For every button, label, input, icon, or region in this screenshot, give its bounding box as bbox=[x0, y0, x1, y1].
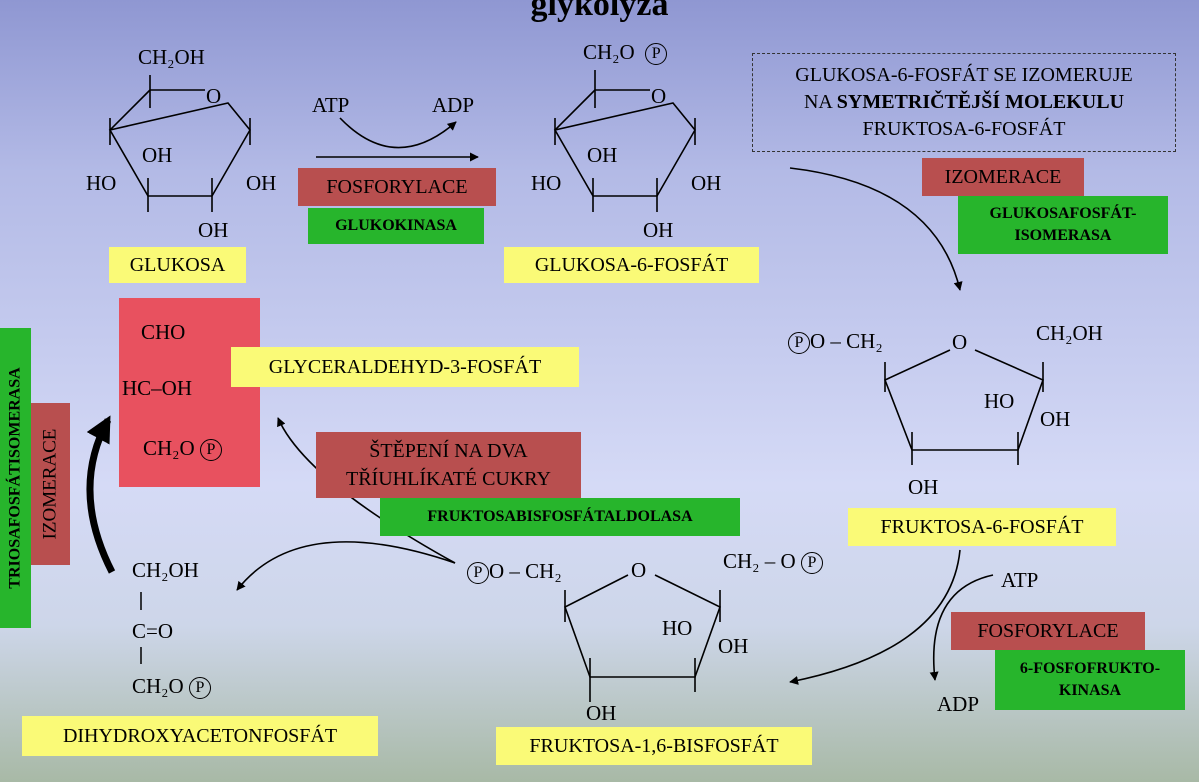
arrows bbox=[236, 117, 994, 685]
f6p-phosphate-icon: P bbox=[788, 332, 810, 355]
f16bp-oh-right: OH bbox=[718, 634, 749, 658]
f6p-ring-oxygen: O bbox=[952, 330, 968, 354]
gap-phosphate-icon: P bbox=[199, 439, 222, 462]
note-emphasis: SYMETRIČTĚJŠÍ MOLEKULU bbox=[836, 91, 1125, 113]
g6p-ho-left: HO bbox=[531, 171, 562, 195]
g6p-ring bbox=[553, 70, 696, 212]
step1-enzyme-label: GLUKOKINASA bbox=[308, 208, 484, 244]
dhap-phosphate-icon: P bbox=[188, 677, 211, 700]
step1-adp: ADP bbox=[432, 93, 475, 117]
step5-enzyme-label: TRIOSAFOSFÁTISOMERASA bbox=[0, 328, 31, 628]
glucose-oh-bottom: OH bbox=[198, 218, 229, 242]
glucose-label: GLUKOSA bbox=[109, 247, 246, 283]
step1-atp: ATP bbox=[312, 93, 350, 117]
page-title: glykolýza bbox=[530, 0, 669, 23]
f6p-oh-right: OH bbox=[1040, 407, 1071, 431]
step2-process-label: IZOMERACE bbox=[922, 158, 1084, 196]
glucose-oh-inner: OH bbox=[142, 143, 173, 167]
g6p-ch2o: CH₂O bbox=[583, 40, 635, 64]
step4-process-label: ŠTĚPENÍ NA DVA TŘÍUHLÍKATÉ CUKRY bbox=[316, 432, 581, 498]
glucose-ch2oh: CH₂OH bbox=[138, 45, 205, 69]
g6p-oh-inner: OH bbox=[587, 143, 618, 167]
gap-label: GLYCERALDEHYD-3-FOSFÁT bbox=[231, 347, 579, 387]
dhap-co: C=O bbox=[132, 619, 174, 643]
f16bp-ho: HO bbox=[662, 616, 693, 640]
isomerization-note: GLUKOSA-6-FOSFÁT SE IZOMERUJE NA SYMETRI… bbox=[752, 53, 1176, 152]
step2-enzyme-label: GLUKOSAFOSFÁT- ISOMERASA bbox=[958, 196, 1168, 254]
g6p-oh-bottom: OH bbox=[643, 218, 674, 242]
gap-structure-box bbox=[119, 298, 260, 487]
f16bp-right-group: CH₂ – O P bbox=[723, 551, 823, 575]
f6p-ring bbox=[883, 349, 1045, 465]
glucose-ring-oxygen: O bbox=[206, 84, 222, 108]
dhap-ch2o-group: CH₂O P bbox=[132, 676, 211, 700]
f6p-ch2oh: CH₂OH bbox=[1036, 321, 1103, 345]
step3-adp: ADP bbox=[937, 692, 980, 716]
glucose-ring bbox=[108, 75, 251, 212]
note-line-2: NA SYMETRIČTĚJŠÍ MOLEKULU bbox=[803, 91, 1125, 113]
step1-process-label: FOSFORYLACE bbox=[298, 168, 496, 206]
g6p-label: GLUKOSA-6-FOSFÁT bbox=[504, 247, 759, 283]
f16bp-ring-oxygen: O bbox=[631, 558, 647, 582]
step4-enzyme-label: FRUKTOSABISFOSFÁTALDOLASA bbox=[380, 498, 740, 536]
f16bp-phosphate-left-icon: P bbox=[467, 562, 489, 585]
f16bp-oh-bottom: OH bbox=[586, 701, 617, 725]
dhap-ch2oh: CH₂OH bbox=[132, 558, 199, 582]
glucose-oh-right: OH bbox=[246, 171, 277, 195]
g6p-oh-right: OH bbox=[691, 171, 722, 195]
note-line-3: FRUKTOSA-6-FOSFÁT bbox=[862, 118, 1066, 140]
step5-process-label: IZOMERACE bbox=[31, 403, 70, 565]
g6p-ring-oxygen: O bbox=[651, 84, 667, 108]
gap-cho: CHO bbox=[141, 320, 186, 344]
gap-hcoh: HC–OH bbox=[122, 376, 193, 400]
gap-ch2o-group: CH₂O P bbox=[143, 438, 222, 462]
f6p-oh-bottom: OH bbox=[908, 475, 939, 499]
glucose-ho-left: HO bbox=[86, 171, 117, 195]
f16bp-ring bbox=[564, 574, 721, 702]
g6p-ch2o-group: CH₂O P bbox=[583, 40, 668, 66]
g6p-phosphate-icon: P bbox=[645, 43, 668, 66]
f6p-ho: HO bbox=[984, 389, 1015, 413]
step3-process-label: FOSFORYLACE bbox=[951, 612, 1145, 650]
step3-atp: ATP bbox=[1001, 568, 1039, 592]
f6p-label: FRUKTOSA-6-FOSFÁT bbox=[848, 508, 1116, 546]
step3-enzyme-label: 6-FOSFOFRUKTO- KINASA bbox=[995, 650, 1185, 710]
note-line-1: GLUKOSA-6-FOSFÁT SE IZOMERUJE bbox=[795, 64, 1133, 86]
dhap-label: DIHYDROXYACETONFOSFÁT bbox=[22, 716, 378, 756]
isomerase-thick-arrow bbox=[86, 415, 116, 574]
f16bp-label: FRUKTOSA-1,6-BISFOSFÁT bbox=[496, 727, 812, 765]
f16bp-phosphate-right-icon: P bbox=[800, 552, 823, 575]
